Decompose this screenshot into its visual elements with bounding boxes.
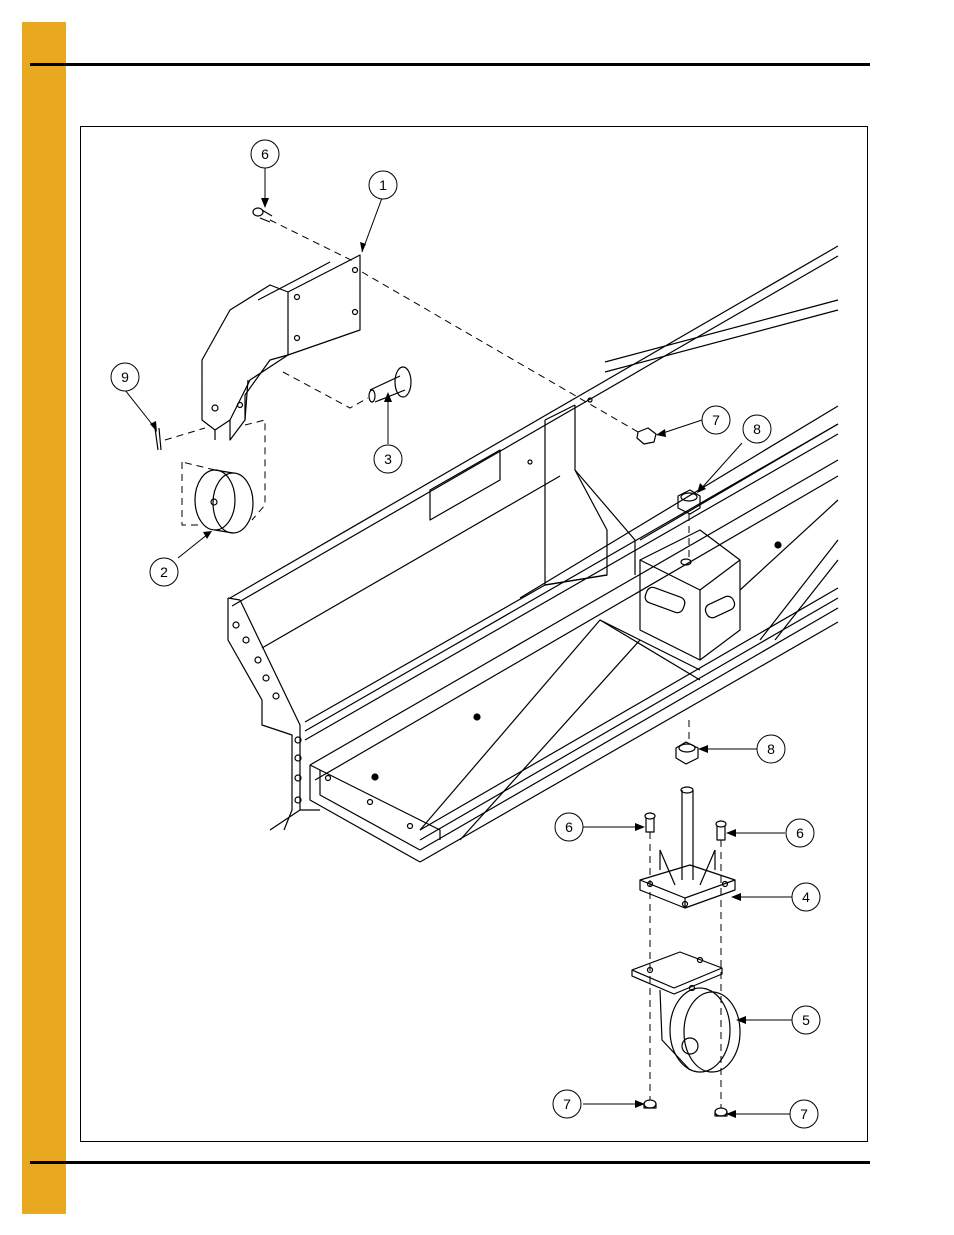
callout-6-right: 6 [786, 819, 814, 847]
svg-text:3: 3 [384, 451, 392, 467]
callout-5: 5 [792, 1006, 820, 1034]
conveyor-frame [228, 246, 838, 862]
svg-text:2: 2 [160, 564, 168, 580]
callout-9: 9 [111, 363, 139, 391]
svg-text:9: 9 [121, 369, 129, 385]
svg-text:8: 8 [767, 741, 775, 757]
nut-bottom-right [715, 1108, 727, 1116]
nut-top [637, 428, 656, 444]
svg-text:8: 8 [753, 421, 761, 437]
callout-7-top: 7 [702, 406, 730, 434]
callout-7-bottom-right: 7 [790, 1100, 818, 1128]
callout-2: 2 [150, 558, 178, 586]
callout-3: 3 [374, 445, 402, 473]
svg-text:4: 4 [802, 889, 810, 905]
bolt-top [253, 208, 272, 222]
svg-text:7: 7 [563, 1096, 571, 1112]
callout-1: 1 [369, 171, 397, 199]
part-2-wheel [195, 470, 253, 533]
svg-text:6: 6 [565, 819, 573, 835]
callout-8-bottom: 8 [757, 735, 785, 763]
callout-4: 4 [792, 883, 820, 911]
svg-text:6: 6 [261, 146, 269, 162]
svg-text:7: 7 [712, 412, 720, 428]
leader-lines [125, 168, 792, 1114]
part-1-bracket [202, 255, 360, 440]
callout-7-bottom-left: 7 [553, 1090, 581, 1118]
bolt-left [645, 813, 655, 832]
svg-text:6: 6 [796, 825, 804, 841]
part-9-cotter-pin [155, 428, 161, 450]
svg-text:7: 7 [800, 1106, 808, 1122]
bolt-right [716, 821, 726, 840]
svg-text:5: 5 [802, 1012, 810, 1028]
part-5-caster-wheel [632, 952, 740, 1072]
part-3-pin [369, 367, 411, 402]
svg-text:1: 1 [379, 177, 387, 193]
callout-8-top: 8 [743, 415, 771, 443]
nut-large-lower [676, 742, 698, 764]
nut-bottom-left [644, 1100, 656, 1108]
callout-6-top: 6 [251, 140, 279, 168]
callout-6-left: 6 [555, 813, 583, 841]
